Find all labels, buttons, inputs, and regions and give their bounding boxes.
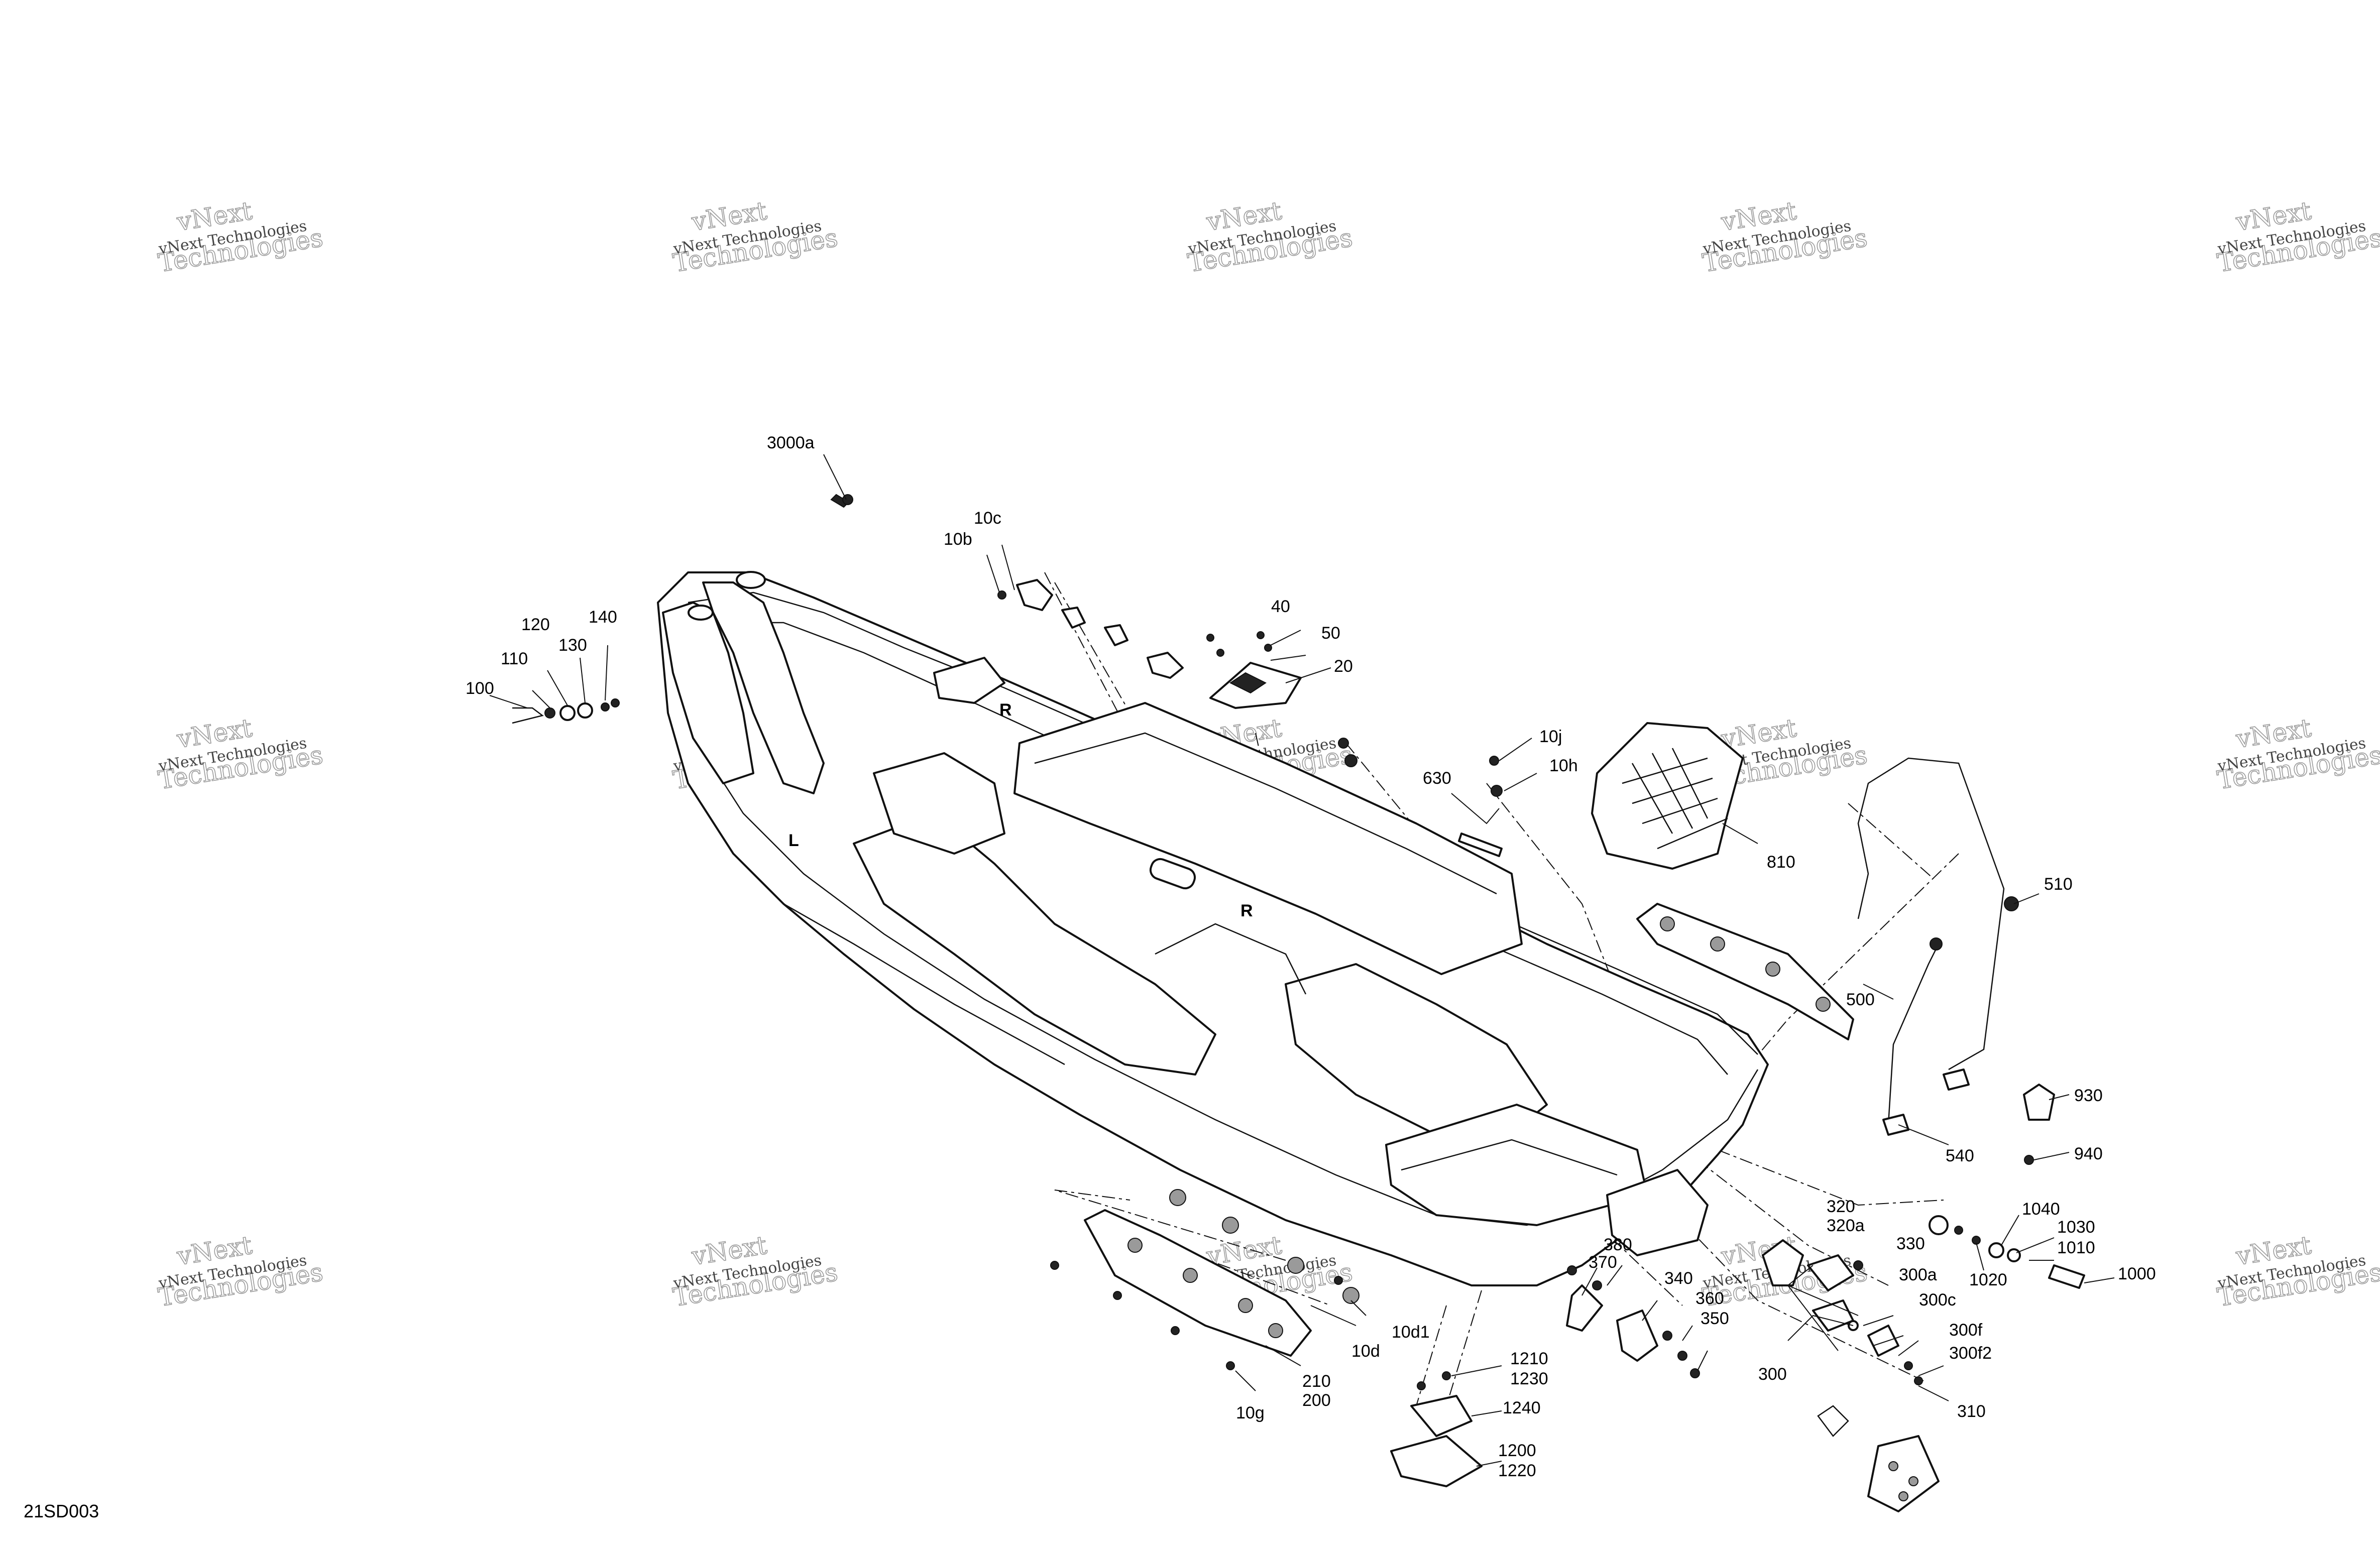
callout-1210: 1210 (1510, 1349, 1548, 1368)
callout-10d1: 10d1 (1392, 1323, 1430, 1342)
callout-510: 510 (2044, 875, 2073, 894)
bracket-20 (1206, 631, 1302, 709)
callout-1040: 1040 (2022, 1200, 2060, 1219)
callout-3000a: 3000a (767, 433, 815, 452)
callout-1030: 1030 (2057, 1218, 2095, 1237)
callout-10c: 10c (974, 509, 1001, 528)
small-parts (512, 494, 2085, 1512)
callout-130: 130 (558, 636, 587, 655)
callout-20: 20 (1334, 657, 1353, 676)
callout-630: 630 (1423, 769, 1451, 788)
callout-1010: 1010 (2057, 1238, 2095, 1257)
callout-labels: 3000a 10c 10b 40 50 20 140 120 130 110 1… (466, 433, 2156, 1480)
callout-100: 100 (466, 679, 494, 698)
callout-110: 110 (501, 649, 528, 668)
valve-parts-340 (1566, 1265, 1700, 1378)
hull-deck-assembly: R R L (657, 571, 1769, 1286)
screw-940 (2024, 1155, 2034, 1165)
callout-1000: 1000 (2118, 1264, 2156, 1283)
callout-300: 300 (1758, 1365, 1787, 1384)
callout-120: 120 (521, 615, 550, 634)
screws-10d-10g (1050, 1189, 1359, 1370)
handle-500 (1857, 757, 2019, 1125)
callout-10d: 10d (1351, 1342, 1380, 1361)
callout-300a: 300a (1899, 1265, 1937, 1284)
clip-540b (1943, 1069, 1970, 1091)
callout-10h: 10h (1549, 756, 1578, 775)
hull-marking-right-front: R (999, 700, 1012, 720)
callout-10j: 10j (1539, 727, 1562, 746)
callout-1020: 1020 (1969, 1270, 2007, 1289)
nuts-10h-10j (1338, 738, 1503, 797)
callout-370: 370 (1589, 1253, 1617, 1272)
callout-1200: 1200 (1498, 1441, 1536, 1460)
callout-320a: 320a (1827, 1216, 1865, 1235)
hull-marking-right-rear: R (1240, 901, 1253, 920)
sponson-200 (1084, 1209, 1312, 1357)
callout-940: 940 (2074, 1144, 2103, 1163)
pump-fittings-300 (1762, 1239, 1923, 1385)
storage-rack-810 (1591, 722, 1744, 870)
callout-1240: 1240 (1503, 1398, 1541, 1417)
clip-540 (1882, 1114, 1909, 1136)
callout-500: 500 (1846, 990, 1875, 1009)
strap-630 (1458, 833, 1503, 857)
latch-930 (2023, 1084, 2055, 1121)
hull-marking-left: L (788, 831, 799, 850)
callout-10b: 10b (944, 530, 972, 549)
callout-1220: 1220 (1498, 1461, 1536, 1480)
callout-380: 380 (1604, 1235, 1632, 1254)
callout-540: 540 (1946, 1146, 1974, 1165)
callout-50: 50 (1321, 624, 1340, 643)
callout-300c: 300c (1919, 1290, 1956, 1310)
callout-300f2: 300f2 (1949, 1344, 1992, 1363)
callout-140: 140 (589, 608, 617, 627)
callout-200: 200 (1302, 1391, 1331, 1410)
drain-plug-set (1929, 1215, 2085, 1289)
callout-930: 930 (2074, 1086, 2103, 1105)
callout-310: 310 (1957, 1402, 1986, 1421)
callout-360: 360 (1695, 1289, 1724, 1308)
callout-40: 40 (1271, 597, 1290, 616)
callout-340: 340 (1664, 1269, 1693, 1288)
callout-300f: 300f (1949, 1321, 1983, 1340)
callout-350: 350 (1701, 1309, 1729, 1328)
u-bolt (1817, 1405, 1849, 1437)
clips-10b-10c (997, 579, 1184, 679)
callout-330: 330 (1896, 1234, 1925, 1253)
diagram-code: 21SD003 (24, 1501, 99, 1521)
leader-lines (489, 454, 2115, 1467)
callout-1230: 1230 (1510, 1369, 1548, 1388)
callout-320: 320 (1827, 1197, 1855, 1216)
ride-plate-310 (1867, 1435, 1940, 1512)
side-grab-rail (1636, 903, 1854, 1040)
callout-210: 210 (1302, 1372, 1331, 1391)
intake-grate-1200 (1390, 1371, 1483, 1487)
callout-10g: 10g (1236, 1403, 1265, 1422)
screw-3000a (830, 494, 853, 508)
bolt-set-100-140 (512, 698, 620, 724)
callout-810: 810 (1767, 853, 1795, 872)
